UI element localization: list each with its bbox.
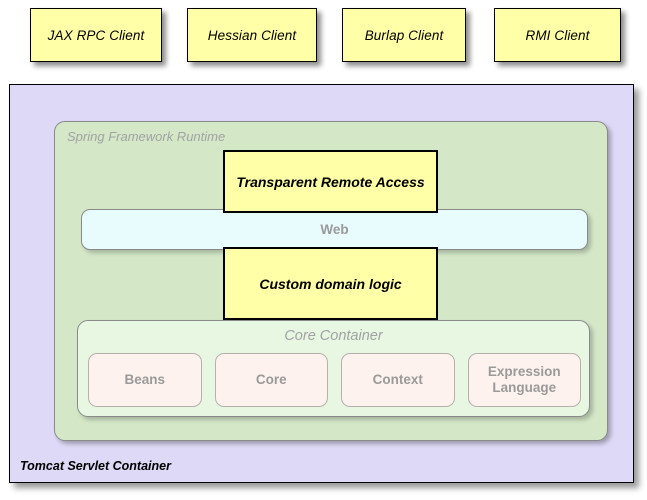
custom-domain-logic-label: Custom domain logic [259, 275, 402, 292]
core-module-context[interactable]: Context [341, 353, 455, 407]
transparent-remote-access-box[interactable]: Transparent Remote Access [223, 150, 438, 213]
client-box-rmi[interactable]: RMI Client [494, 8, 621, 62]
core-module-beans[interactable]: Beans [88, 353, 202, 407]
core-module-core[interactable]: Core [214, 353, 328, 407]
client-box-jax-rpc[interactable]: JAX RPC Client [30, 8, 162, 62]
core-module-expression-language[interactable]: Expression Language [467, 353, 581, 407]
transparent-remote-access-label: Transparent Remote Access [236, 173, 425, 190]
core-module-label: Expression Language [487, 364, 561, 395]
web-band-label: Web [320, 222, 349, 237]
tomcat-servlet-container: Spring Framework Runtime Web Transparent… [9, 84, 634, 483]
core-module-label: Context [372, 372, 423, 388]
custom-domain-logic-box[interactable]: Custom domain logic [223, 247, 438, 320]
client-box-burlap[interactable]: Burlap Client [342, 8, 466, 62]
spring-framework-runtime: Spring Framework Runtime Web Transparent… [54, 121, 608, 441]
core-container-label: Core Container [284, 328, 383, 344]
client-box-hessian[interactable]: Hessian Client [187, 8, 317, 62]
tomcat-servlet-container-label: Tomcat Servlet Container [20, 459, 171, 473]
client-label: JAX RPC Client [47, 27, 145, 43]
core-module-label: Core [255, 372, 287, 388]
core-container: Core Container Beans Core Context Expres… [77, 320, 590, 417]
web-band: Web [81, 209, 588, 250]
client-label: RMI Client [525, 27, 590, 43]
core-module-label: Beans [124, 372, 166, 388]
client-label: Burlap Client [364, 27, 444, 43]
client-label: Hessian Client [207, 27, 297, 43]
spring-framework-runtime-label: Spring Framework Runtime [67, 129, 226, 144]
core-modules-row: Beans Core Context Expression Language [88, 353, 581, 407]
